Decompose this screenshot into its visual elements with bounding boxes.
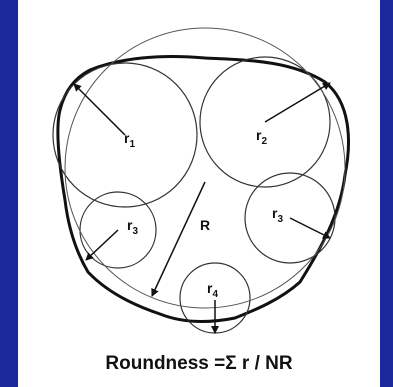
label-r3-left: r3 (127, 217, 138, 237)
label-r2: r2 (256, 127, 267, 147)
label-r1: r1 (124, 130, 135, 150)
particle-outline (56, 55, 350, 323)
label-r3-right: r3 (272, 205, 283, 225)
circle-r1 (52, 62, 198, 208)
circle-R (64, 27, 346, 309)
circle-r3-right (244, 172, 336, 264)
arrow-r2 (264, 82, 331, 123)
roundness-formula: Roundness =Σ r / NR (105, 353, 293, 374)
arrow-R (151, 181, 206, 297)
arrow-r1 (73, 83, 126, 136)
arrow-r3-left (85, 229, 119, 261)
arrow-r3-right (289, 217, 331, 239)
label-R: R (200, 217, 210, 233)
circle-r2 (199, 56, 331, 188)
label-r4: r4 (207, 280, 218, 300)
